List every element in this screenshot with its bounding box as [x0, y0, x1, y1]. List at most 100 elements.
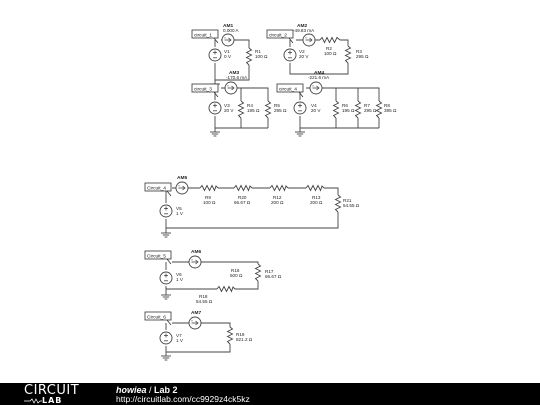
logo-circuit-trace-icon	[24, 398, 42, 404]
resistor-r3[interactable]	[344, 45, 352, 64]
resistor-r8[interactable]	[375, 100, 383, 119]
project-owner-link[interactable]: howiea	[116, 385, 147, 395]
resistor-name: R1	[255, 49, 261, 54]
resistor-name: R21	[343, 198, 352, 203]
voltage-source-v7[interactable]	[159, 331, 173, 345]
resistor-name: R3	[356, 49, 362, 54]
circuit-schematic: circuit_1 AM1 0.000 A V1 0 V R1 100 Ω ci…	[144, 23, 397, 361]
circuitlab-logo[interactable]: CIRCUIT LAB	[24, 384, 79, 405]
resistor-r12[interactable]	[269, 184, 289, 192]
resistor-r2[interactable]	[319, 36, 341, 44]
voltage-source-v1[interactable]	[208, 48, 222, 62]
ammeter-reading: -221.6 mA	[308, 75, 330, 80]
resistor-r1[interactable]	[245, 47, 253, 66]
resistor-value: 500 Ω	[230, 273, 243, 278]
resistor-name: R6	[342, 103, 348, 108]
resistor-value: 54.55 Ω	[196, 299, 213, 304]
resistor-value: 200 Ω	[310, 200, 323, 205]
ammeter-reading: -170.6 mA	[226, 75, 248, 80]
net-tag-label: circuit_1	[194, 32, 212, 38]
source-name: V3	[224, 103, 230, 108]
resistor-value: 100 Ω	[324, 51, 337, 56]
resistor-value: 195 Ω	[247, 108, 260, 113]
resistor-name: R4	[247, 103, 253, 108]
voltage-source-v2[interactable]	[283, 48, 297, 62]
footer-bar: CIRCUIT LAB howiea / Lab 2 http://circui…	[0, 383, 540, 405]
resistor-r9[interactable]	[199, 184, 219, 192]
circuit-7: Circuit_6 AM7 V7 1 V R19 821.2 Ω	[144, 310, 253, 361]
resistor-value: 295 Ω	[274, 108, 287, 113]
resistor-name: R8	[384, 103, 390, 108]
voltage-source-v4[interactable]	[293, 101, 307, 115]
project-url-link[interactable]: http://circuitlab.com/cc9929z4ck5kz	[116, 394, 250, 404]
net-tag-circuit-6[interactable]: Circuit_6	[144, 311, 172, 326]
net-tag-label: circuit_2	[269, 32, 287, 38]
resistor-value: 295 Ω	[364, 108, 377, 113]
resistor-name: R18	[199, 294, 208, 299]
circuit-1: circuit_1 AM1 0.000 A V1 0 V R1 100 Ω	[191, 23, 268, 89]
resistor-r20[interactable]	[233, 184, 253, 192]
source-name: V5	[176, 206, 182, 211]
resistor-r18[interactable]	[216, 285, 236, 293]
source-name: V7	[176, 333, 182, 338]
voltage-source-v6[interactable]	[159, 271, 173, 285]
resistor-value: 295 Ω	[356, 54, 369, 59]
ammeter-name: AM4	[314, 70, 324, 76]
source-value: 0 V	[224, 54, 232, 59]
ammeter-am7[interactable]	[188, 316, 202, 330]
project-name[interactable]: Lab 2	[154, 385, 178, 395]
resistor-r21[interactable]	[334, 194, 342, 213]
source-value: 20 V	[299, 54, 309, 59]
resistor-name: R2	[326, 46, 332, 51]
ammeter-am5[interactable]	[175, 181, 189, 195]
ammeter-name: AM3	[229, 70, 239, 76]
voltage-source-v3[interactable]	[208, 101, 222, 115]
net-tag-circuit-3[interactable]: circuit_3	[191, 83, 219, 98]
ammeter-name: AM5	[177, 175, 187, 181]
ground-symbol	[209, 131, 221, 137]
net-tag-label: Circuit_5	[147, 253, 166, 259]
ammeter-name: AM1	[223, 23, 233, 29]
net-tag-circuit-5[interactable]: Circuit_5	[144, 250, 172, 265]
resistor-r6[interactable]	[332, 100, 340, 119]
ammeter-am4[interactable]	[309, 81, 323, 95]
net-tag-circuit-4b[interactable]: Circuit_4	[144, 182, 172, 197]
resistor-r13[interactable]	[305, 184, 325, 192]
resistor-r4[interactable]	[237, 100, 245, 119]
circuit-3: circuit_3 AM3 -170.6 mA V3 20 V R4 195 Ω…	[191, 70, 287, 137]
ammeter-name: AM2	[297, 23, 307, 29]
resistor-r17[interactable]	[254, 263, 262, 282]
net-tag-label: Circuit_4	[147, 185, 166, 191]
net-tag-circuit-1[interactable]: circuit_1	[191, 29, 219, 44]
resistor-name: R20	[238, 195, 247, 200]
resistor-value: 195 Ω	[342, 108, 355, 113]
net-tag-circuit-4[interactable]: circuit_4	[276, 83, 304, 98]
net-tag-circuit-2[interactable]: circuit_2	[266, 29, 294, 44]
ground-symbol	[160, 355, 172, 361]
source-value: 1 V	[176, 277, 184, 282]
resistor-name: R17	[265, 269, 274, 274]
source-value: 20 V	[311, 108, 321, 113]
ammeter-am2[interactable]	[302, 33, 316, 47]
resistor-name: R7	[364, 103, 370, 108]
resistor-name: R9	[205, 195, 211, 200]
ammeter-reading: -49.83 mA	[293, 28, 315, 33]
ground-symbol	[160, 294, 172, 300]
resistor-r7[interactable]	[354, 100, 362, 119]
resistor-r19[interactable]	[226, 326, 234, 345]
circuit-4: circuit_4 AM4 -221.6 mA V4 20 V R6 195 Ω…	[276, 70, 397, 137]
net-tag-label: circuit_4	[279, 86, 297, 92]
resistor-value: 100 Ω	[203, 200, 216, 205]
resistor-name: R19	[236, 332, 245, 337]
ground-symbol	[160, 232, 172, 238]
ammeter-am3[interactable]	[224, 81, 238, 95]
source-value: 20 V	[224, 108, 234, 113]
resistor-name: R16	[231, 268, 240, 273]
source-value: 1 V	[176, 338, 184, 343]
resistor-value: 100 Ω	[255, 54, 268, 59]
ammeter-am1[interactable]	[221, 33, 235, 47]
logo-wordmark-top: CIRCUIT	[24, 383, 80, 398]
ammeter-am6[interactable]	[188, 255, 202, 269]
resistor-r5[interactable]	[264, 100, 272, 119]
voltage-source-v5[interactable]	[159, 204, 173, 218]
